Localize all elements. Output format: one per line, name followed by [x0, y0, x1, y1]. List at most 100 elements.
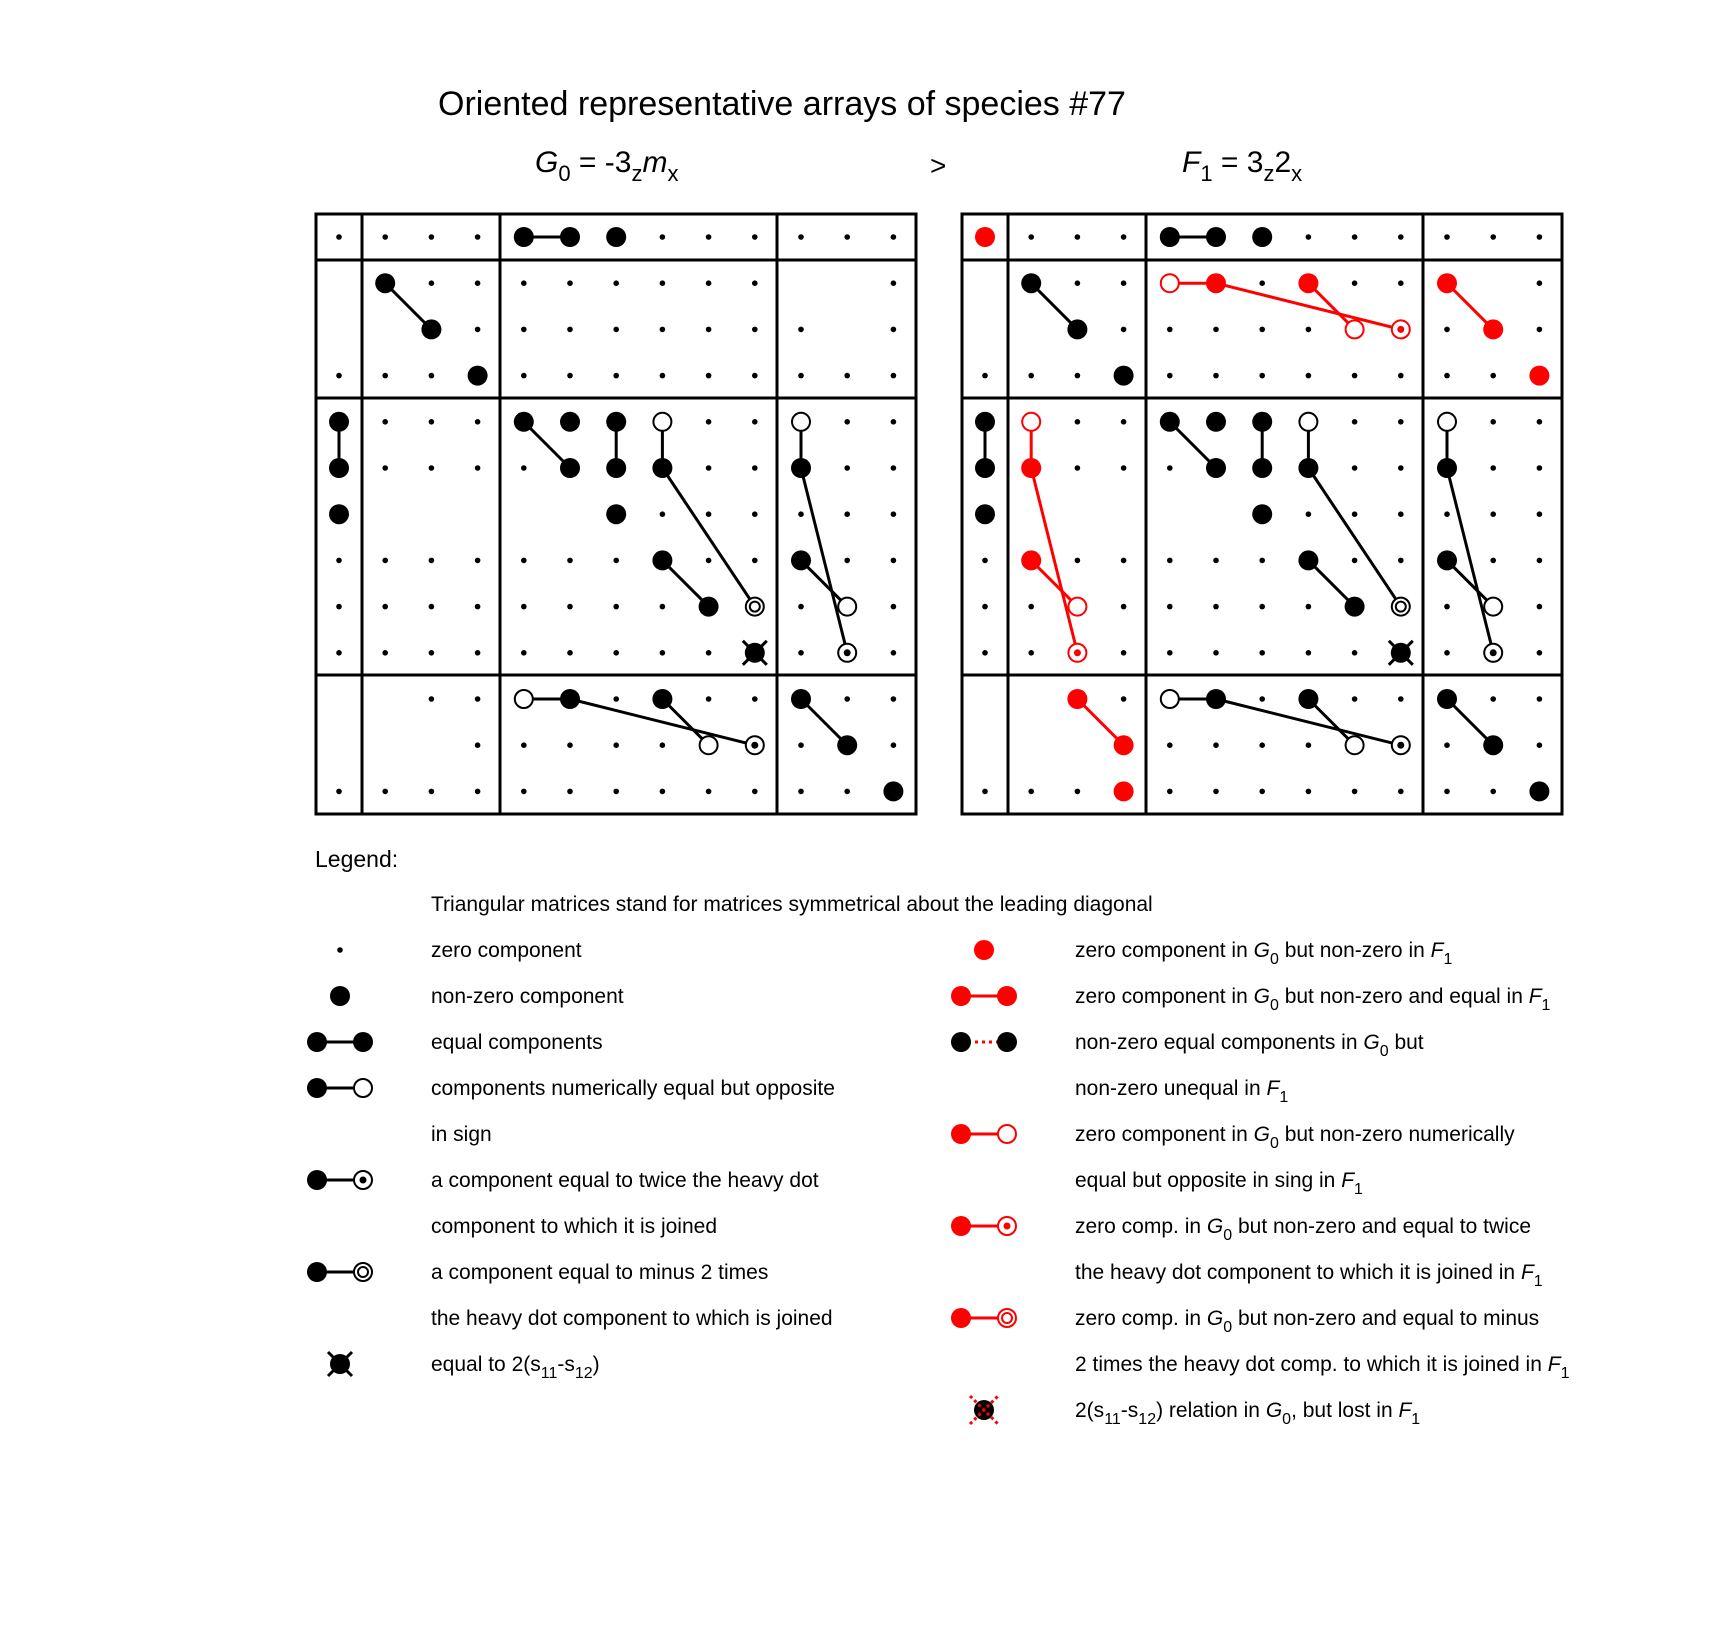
zero-dot [567, 372, 573, 379]
zero-dot [1259, 788, 1265, 795]
zero-dot [659, 280, 666, 287]
zero-dot [1536, 280, 1543, 287]
zero-dot [1351, 234, 1358, 240]
legend-text: components numerically equal but opposit… [431, 1077, 835, 1100]
header-relation: > [930, 150, 946, 181]
zero-dot [659, 788, 666, 795]
zero-dot [567, 557, 573, 564]
component-link [1307, 559, 1356, 608]
zero-dot [890, 326, 897, 333]
filled-dot [1437, 689, 1457, 709]
filled-dot [606, 227, 627, 247]
filled-dot [791, 689, 811, 709]
zero-dot [1444, 234, 1450, 240]
zero-dot [521, 603, 527, 610]
twice-dot-center [359, 1176, 367, 1184]
zero-dot [613, 372, 619, 379]
zero-dot [705, 326, 712, 333]
zero-dot [798, 742, 804, 748]
zero-dot [613, 788, 619, 795]
zero-dot [1074, 788, 1081, 795]
filled-dot [791, 550, 811, 571]
zero-dot [474, 419, 481, 425]
zero-dot [1444, 372, 1450, 379]
zero-dot [474, 650, 481, 656]
header-right-symbol: F1 = 3z2x [1182, 146, 1302, 186]
zero-dot [1444, 326, 1450, 333]
zero-dot [705, 280, 712, 287]
zero-dot [474, 557, 481, 564]
minus-two-dot-inner [748, 600, 761, 613]
zero-dot [1120, 557, 1127, 564]
zero-dot [1120, 696, 1127, 702]
twice-dot-center [1003, 1222, 1011, 1230]
zero-dot [1351, 372, 1358, 379]
zero-dot [982, 603, 988, 610]
zero-dot [1351, 511, 1358, 517]
component-link [522, 420, 572, 470]
zero-dot [1120, 465, 1127, 471]
zero-dot [844, 419, 850, 425]
zero-dot [1536, 650, 1543, 656]
filled-dot [975, 458, 995, 478]
filled-dot [1252, 227, 1273, 247]
filled-dot [560, 227, 580, 247]
filled-dot [513, 227, 534, 247]
open-dot [652, 411, 673, 432]
zero-dot [798, 650, 804, 656]
filled-dot [1113, 781, 1134, 802]
filled-dot [1206, 411, 1226, 432]
diagram-title: Oriented representative arrays of specie… [438, 85, 1126, 123]
filled-dot [1344, 596, 1365, 617]
zero-dot [1167, 788, 1173, 795]
open-dot [1159, 273, 1180, 294]
component-link [661, 559, 710, 608]
zero-dot [428, 419, 435, 425]
zero-dot [1351, 650, 1358, 656]
zero-dot [752, 465, 758, 471]
minus-two-dot-inner [357, 1266, 369, 1278]
zero-dot [1536, 557, 1543, 564]
legend-text: zero component in G0 but non-zero in F1 [1075, 939, 1452, 968]
filled-dot [606, 458, 627, 478]
filled-dot [1067, 689, 1088, 709]
zero-dot [382, 372, 389, 379]
zero-dot [1490, 465, 1496, 471]
zero-dot [521, 557, 527, 564]
component-link [1445, 697, 1495, 747]
legend-right-column: zero component in G0 but non-zero in F1 z… [951, 939, 1570, 1428]
zero-dot [982, 557, 988, 564]
zero-dot [474, 788, 481, 795]
zero-dot [1074, 234, 1081, 240]
cross-dot-line [326, 1350, 354, 1378]
zero-dot [521, 326, 527, 333]
filled-dot [1298, 273, 1319, 294]
zero-dot [890, 557, 897, 564]
legend-text: zero component in G0 but non-zero numeri… [1075, 1123, 1515, 1152]
filled-dot [307, 1032, 327, 1052]
component-link [661, 697, 710, 747]
open-dot [1483, 596, 1504, 617]
zero-dot [521, 372, 527, 379]
zero-dot-icon [337, 947, 343, 953]
zero-dot [1305, 372, 1312, 379]
zero-dot [1259, 326, 1265, 333]
zero-dot [1398, 557, 1404, 564]
legend-text: zero component [431, 939, 582, 962]
component-link [1076, 697, 1125, 747]
zero-dot [1074, 465, 1081, 471]
filled-dot [951, 1124, 971, 1144]
zero-dot [336, 650, 342, 656]
filled-dot [330, 986, 350, 1006]
filled-dot [307, 1262, 327, 1282]
legend-text: component to which it is joined [431, 1215, 717, 1238]
zero-dot [705, 788, 712, 795]
zero-dot [752, 372, 758, 379]
zero-dot [336, 788, 342, 795]
legend-text: equal to 2(s11-s12) [431, 1353, 600, 1382]
zero-dot [474, 234, 481, 240]
open-dot [1344, 735, 1365, 756]
zero-dot [1305, 511, 1312, 517]
zero-dot [613, 650, 619, 656]
zero-dot [1351, 696, 1358, 702]
